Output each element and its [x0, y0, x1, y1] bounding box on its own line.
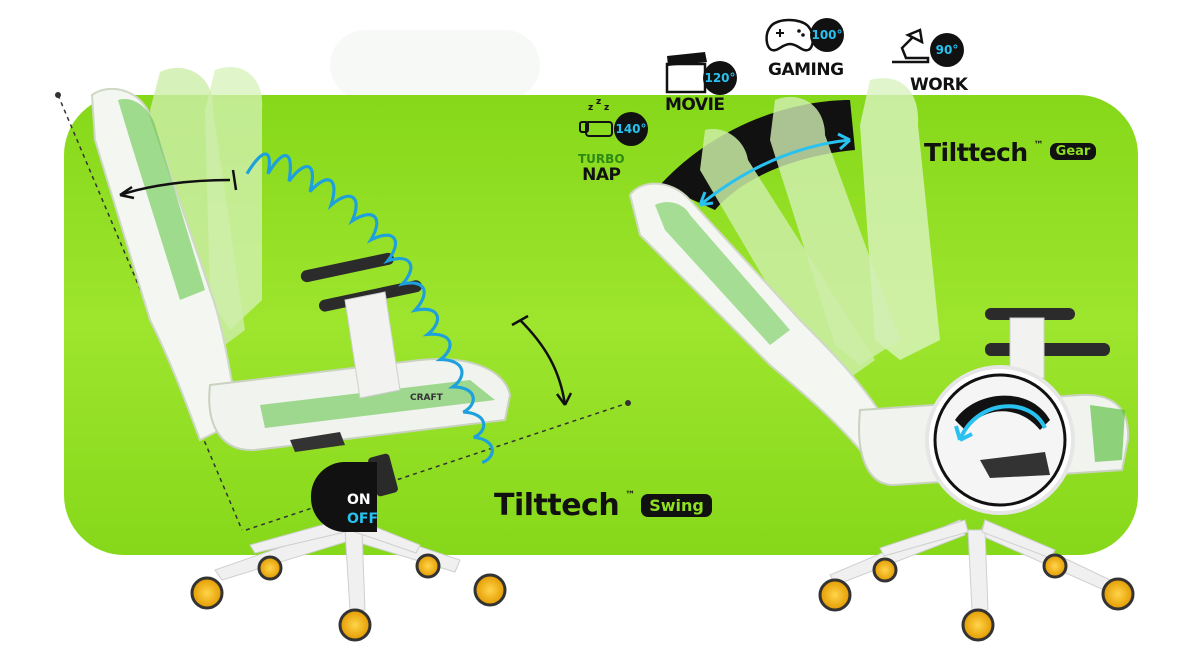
- brand-tm: ™: [1033, 140, 1044, 151]
- brand-word: Tilttech: [924, 138, 1028, 167]
- tilt-arrow-icon: [519, 319, 567, 406]
- ghost-backrest: [770, 96, 900, 365]
- svg-text:z: z: [604, 103, 609, 113]
- degree-badge: 140°: [614, 112, 648, 146]
- sleep-icon: z z z: [579, 97, 613, 137]
- lock-on-label: ON: [347, 492, 371, 508]
- armrest: [985, 343, 1110, 356]
- mode-work: WORK: [910, 75, 968, 95]
- svg-text:z: z: [596, 97, 601, 107]
- caster-wheels: [190, 553, 507, 642]
- ghost-backrest: [700, 129, 875, 385]
- svg-text:z: z: [588, 103, 593, 113]
- highlight-glow: [330, 30, 540, 100]
- degree-badge: 90°: [930, 33, 964, 67]
- mode-label: NAP: [582, 165, 621, 185]
- degree-badge: 120°: [703, 61, 737, 95]
- mode-turbo-nap: TURBO NAP: [578, 153, 625, 185]
- mode-label: MOVIE: [665, 95, 725, 115]
- tilttech-gear-logo: Tilttech ™ Gear: [924, 138, 1097, 167]
- right-chair: [628, 78, 1135, 642]
- tilt-lever: [290, 432, 345, 452]
- mode-sub-label: TURBO: [578, 152, 625, 166]
- left-chair: CRAFT: [55, 66, 631, 642]
- caster-wheels: [818, 553, 1135, 642]
- brand-word: Tilttech: [494, 488, 620, 523]
- tilt-range-arrow-icon: [699, 138, 851, 207]
- gamepad-icon: [765, 18, 815, 52]
- brand-pill: Swing: [641, 494, 712, 517]
- spring-icon: [245, 152, 494, 464]
- ghost-backrest: [150, 67, 245, 361]
- recline-guide-line: [57, 94, 243, 531]
- mode-movie: MOVIE: [665, 95, 725, 115]
- seat-badge: CRAFT: [410, 393, 444, 403]
- degree-badge: 100°: [810, 18, 844, 52]
- tilt-lever: [980, 452, 1050, 478]
- recline-arrow-icon: [119, 178, 231, 197]
- lock-off-label: OFF: [347, 511, 379, 527]
- armrest: [985, 308, 1075, 320]
- mode-gaming: GAMING: [768, 60, 844, 80]
- armrest-post: [344, 291, 401, 399]
- brand-tm: ™: [625, 490, 636, 501]
- tilt-lock-switch: ON OFF: [311, 462, 379, 532]
- tilttech-swing-logo: Tilttech ™ Swing: [494, 488, 712, 523]
- mode-label: WORK: [910, 75, 968, 95]
- brand-pill: Gear: [1049, 143, 1097, 160]
- mode-label: GAMING: [768, 60, 844, 80]
- rotate-arrow-icon: [958, 404, 1047, 441]
- seat-guide-line: [245, 402, 629, 531]
- clapperboard-icon: [665, 52, 707, 94]
- armrest: [300, 252, 395, 283]
- desk-lamp-icon: [892, 28, 930, 64]
